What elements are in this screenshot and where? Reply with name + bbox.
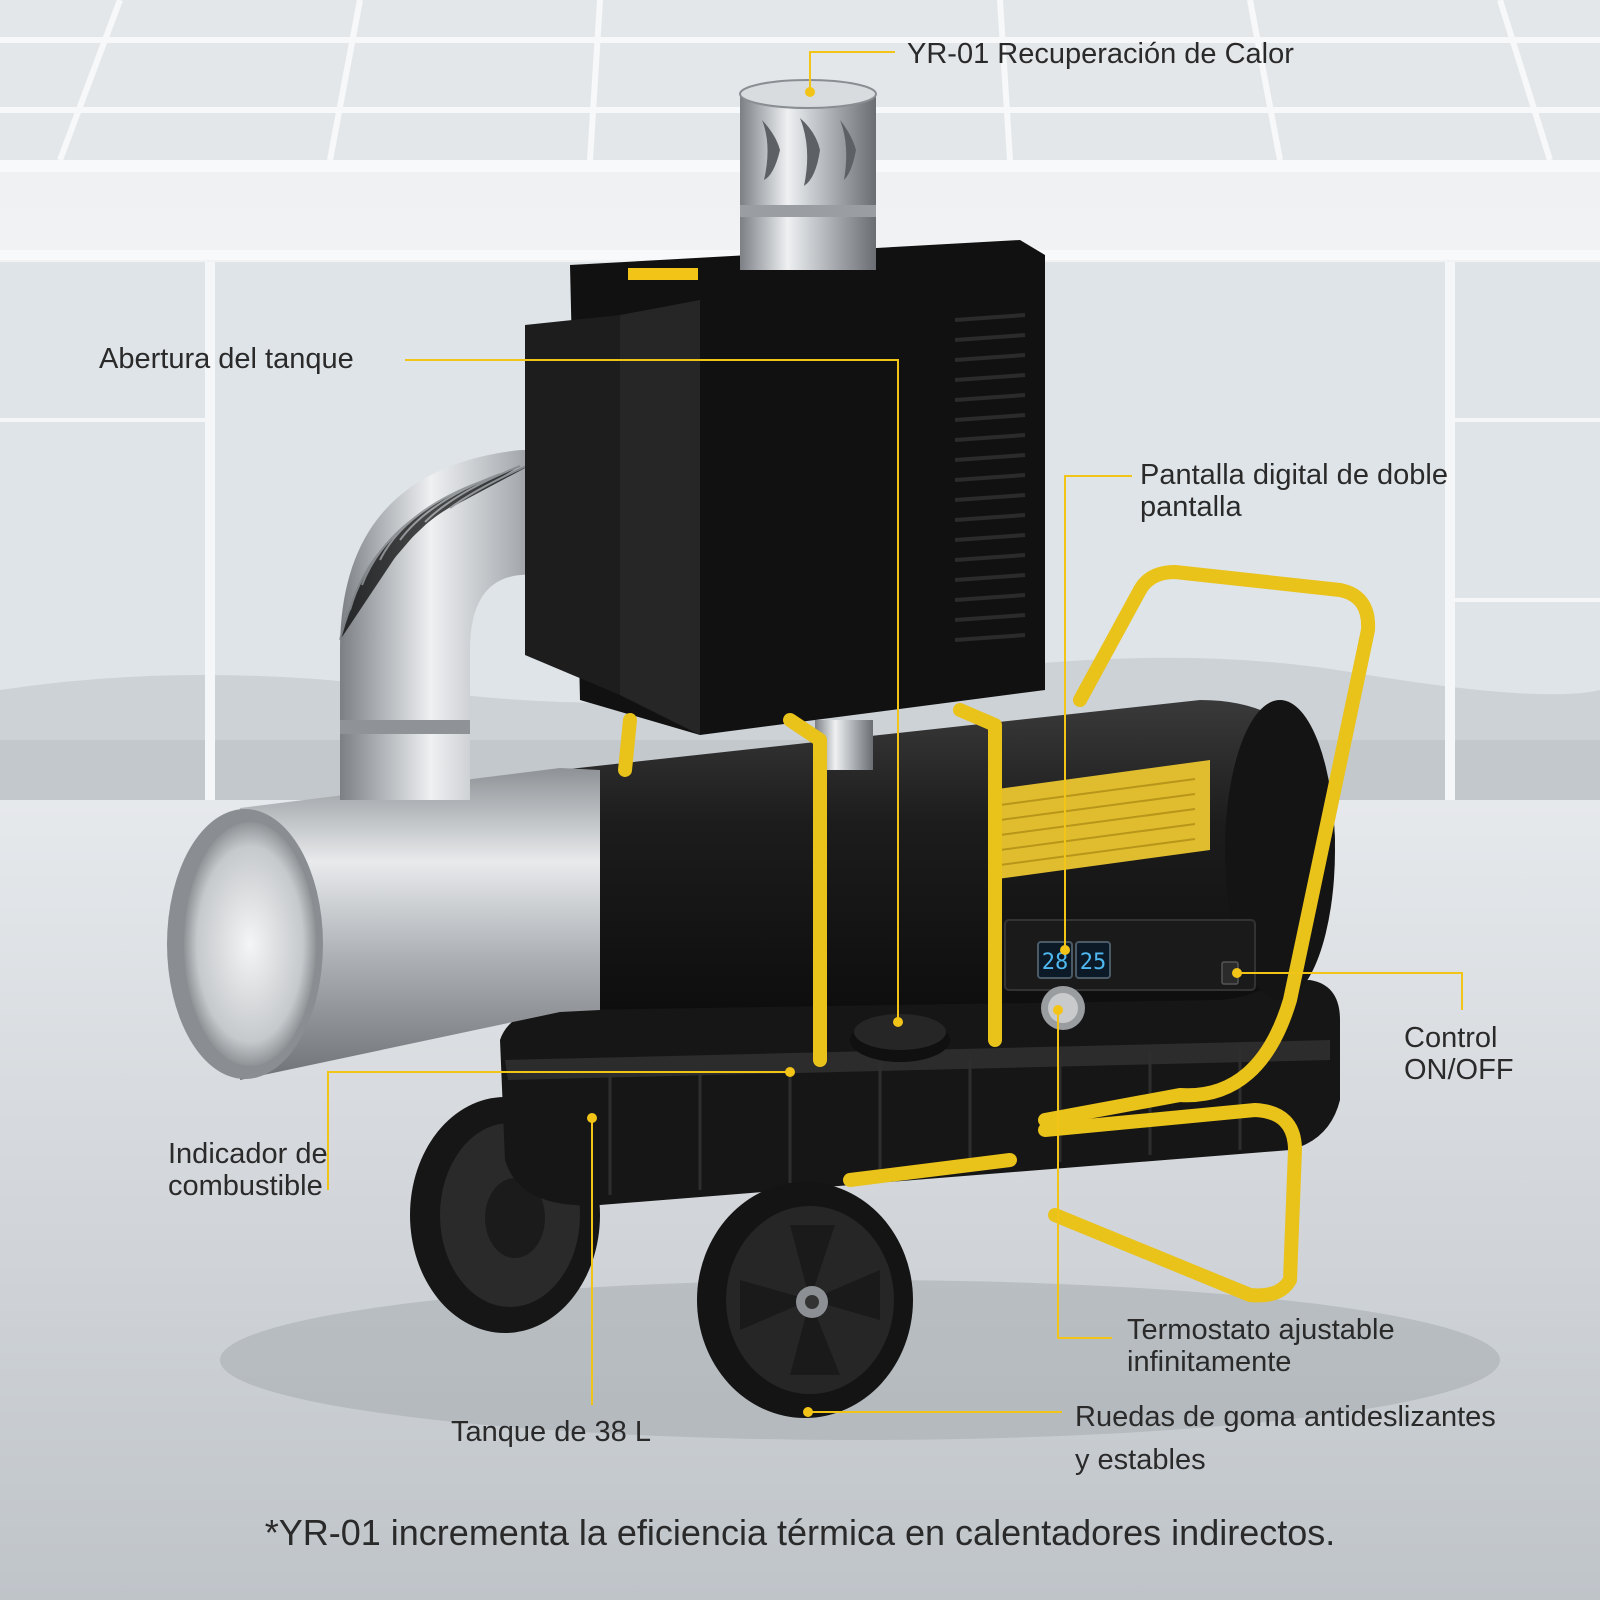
callout-tank-opening: Abertura del tanque bbox=[99, 343, 354, 375]
callout-fuel-gauge: Indicador de combustible bbox=[168, 1138, 328, 1202]
heater-body bbox=[560, 700, 1335, 1010]
callout-on-off: Control ON/OFF bbox=[1404, 1022, 1514, 1086]
callout-wheels: Ruedas de goma antideslizantes y estable… bbox=[1075, 1396, 1496, 1482]
callout-dots bbox=[587, 87, 1242, 1417]
footnote: *YR-01 incrementa la eficiencia térmica … bbox=[264, 1512, 1336, 1553]
yellow-frame-handle bbox=[618, 565, 1376, 1303]
thermostat-knob bbox=[1041, 986, 1085, 1030]
callout-fuel-gauge-line-1: Indicador de bbox=[168, 1138, 328, 1170]
outlet-duct bbox=[167, 768, 600, 1080]
callout-heat-recovery: YR-01 Recuperación de Calor bbox=[907, 38, 1294, 70]
heat-recovery-box bbox=[525, 240, 1045, 735]
callout-dual-display: Pantalla digital de doble pantalla bbox=[1140, 459, 1448, 523]
chimney-pipe bbox=[739, 79, 877, 270]
callout-wheels-line-2: y estables bbox=[1075, 1444, 1206, 1476]
callout-thermostat-line-1: Termostato ajustable bbox=[1127, 1314, 1395, 1346]
callout-thermostat-line-2: infinitamente bbox=[1127, 1346, 1292, 1378]
front-wheel bbox=[697, 1182, 913, 1418]
callout-leader-lines bbox=[327, 51, 1463, 1413]
callout-wheels-line-1: Ruedas de goma antideslizantes bbox=[1075, 1401, 1496, 1433]
callout-dual-display-line-2: pantalla bbox=[1140, 491, 1242, 523]
callout-on-off-line-2: ON/OFF bbox=[1404, 1054, 1514, 1086]
callout-fuel-gauge-line-2: combustible bbox=[168, 1170, 323, 1202]
callout-on-off-line-1: Control bbox=[1404, 1022, 1498, 1054]
callout-thermostat: Termostato ajustable infinitamente bbox=[1127, 1314, 1395, 1378]
display-right-value: 25 bbox=[1080, 950, 1107, 975]
fuel-tank bbox=[500, 980, 1340, 1206]
callout-dual-display-line-1: Pantalla digital de doble bbox=[1140, 459, 1448, 491]
callout-tank: Tanque de 38 L bbox=[451, 1416, 651, 1448]
